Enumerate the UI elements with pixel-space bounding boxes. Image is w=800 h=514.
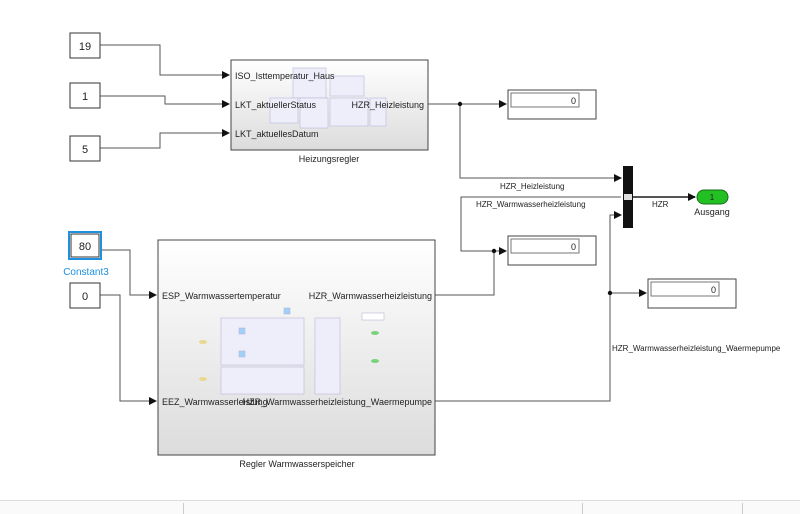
- subsystem-preview: [269, 67, 387, 129]
- display-waermepumpe[interactable]: 0: [647, 278, 737, 309]
- constant-block-0[interactable]: 0: [69, 282, 101, 309]
- display-value: 0: [571, 242, 576, 252]
- port-label: ESP_Warmwassertemperatur: [162, 291, 281, 301]
- status-divider: [742, 503, 743, 514]
- display-heizleistung[interactable]: 0: [507, 89, 597, 120]
- display-warmwasserheizleistung[interactable]: 0: [507, 235, 597, 266]
- constant-block-1[interactable]: 1: [69, 82, 101, 109]
- outport-ausgang[interactable]: 1 Ausgang: [694, 189, 730, 217]
- subsystem-preview: [199, 307, 385, 395]
- constant-block-19[interactable]: 19: [69, 32, 101, 59]
- constant-value: 5: [82, 144, 88, 156]
- port-label: HZR_Warmwasserheizleistung: [309, 291, 432, 301]
- block-title: Heizungsregler: [299, 154, 360, 164]
- constant-block-80[interactable]: 80 Constant3: [63, 231, 109, 278]
- block-title: Regler Warmwasserspeicher: [239, 459, 354, 469]
- subsystem-regler-warmwasserspeicher[interactable]: ESP_Warmwassertemperatur EEZ_Warmwasserl…: [157, 239, 436, 469]
- constant-value: 1: [82, 91, 88, 103]
- outport-number: 1: [710, 193, 715, 202]
- constant-value: 0: [82, 291, 88, 303]
- port-label: HZR_Heizleistung: [351, 100, 424, 110]
- constant-block-5[interactable]: 5: [69, 135, 101, 162]
- outport-label: Ausgang: [694, 207, 730, 217]
- simulink-canvas[interactable]: 19 1 5 80 Constant3 0 ISO_Isttemperatur_…: [0, 0, 800, 500]
- signal-label[interactable]: HZR_Heizleistung: [500, 182, 564, 191]
- mux-block[interactable]: [623, 166, 633, 228]
- signal-label[interactable]: HZR_Warmwasserheizleistung: [476, 200, 586, 209]
- signal-lines: [100, 44, 696, 405]
- port-label: HZR_Warmwasserheizleistung_Waermepumpe: [243, 397, 432, 407]
- port-label: ISO_Isttemperatur_Haus: [235, 71, 335, 81]
- subsystem-heizungsregler[interactable]: ISO_Isttemperatur_Haus LKT_aktuellerStat…: [230, 59, 429, 164]
- constant-label: Constant3: [63, 267, 109, 278]
- display-value: 0: [571, 96, 576, 106]
- signal-label[interactable]: HZR_Warmwasserheizleistung_Waermepumpe: [612, 344, 781, 353]
- port-label: EEZ_Warmwasserleistung: [162, 397, 268, 407]
- status-divider: [183, 503, 184, 514]
- status-bar: [0, 500, 800, 514]
- port-label: LKT_aktuellesDatum: [235, 129, 319, 139]
- port-label: LKT_aktuellerStatus: [235, 100, 317, 110]
- signal-label[interactable]: HZR: [652, 200, 669, 209]
- constant-value: 80: [79, 241, 91, 253]
- display-value: 0: [711, 285, 716, 295]
- constant-value: 19: [79, 41, 91, 53]
- status-divider: [582, 503, 583, 514]
- junctions: [457, 101, 613, 296]
